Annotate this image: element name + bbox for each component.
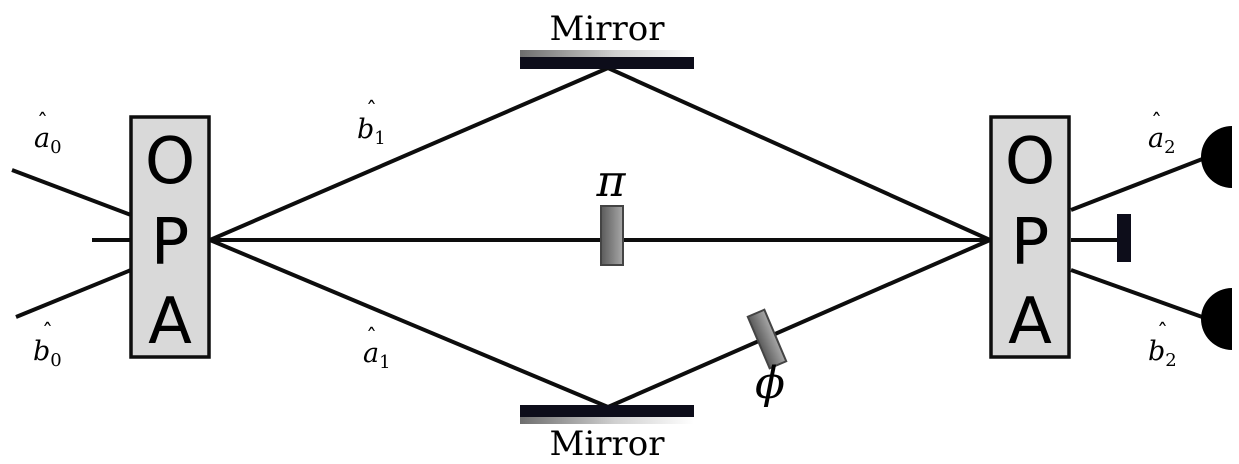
mode-label-sub: 0 [50, 137, 61, 158]
opa-right: O P A [989, 115, 1071, 359]
opa-left-box [129, 115, 211, 359]
svg-text:b0: b0 [33, 336, 62, 371]
pi-phase-label: π [596, 156, 627, 207]
mode-label-b0: ˆ b0 [33, 321, 62, 371]
mode-label-a1: ˆ a1 [363, 326, 391, 373]
phi-phase-plate [746, 308, 788, 370]
interferometer-arms [209, 66, 991, 409]
output-beams [1070, 156, 1206, 320]
hat-glyph: ˆ [42, 321, 53, 346]
hat-glyph: ˆ [1151, 111, 1162, 136]
arm-a1-up [607, 238, 991, 409]
opa-right-box [989, 115, 1071, 359]
mode-label-a0: ˆ a0 [34, 111, 62, 158]
mode-label-sub: 2 [1165, 350, 1176, 371]
mode-label-b1: ˆ b1 [357, 99, 386, 149]
mirror-top-label: Mirror [550, 9, 666, 49]
opa-right-letter: A [1008, 285, 1052, 359]
mode-label-base: b [33, 336, 50, 367]
input-beams [11, 168, 132, 319]
opa-left-letter: A [148, 285, 192, 359]
arm-b1-up [209, 66, 609, 242]
svg-text:a2: a2 [1148, 123, 1176, 158]
svg-text:a1: a1 [363, 338, 391, 373]
opa-right-letter: O [1005, 125, 1055, 199]
arm-b1-down [607, 66, 991, 242]
input-beam-b0 [15, 268, 132, 319]
hat-glyph: ˆ [366, 326, 377, 351]
pi-phase-plate [600, 205, 624, 266]
input-beam-a0 [11, 168, 132, 217]
mode-label-base: b [357, 114, 374, 145]
output-beam-a2 [1070, 156, 1206, 212]
svg-text:a0: a0 [34, 123, 62, 158]
svg-text:b2: b2 [1148, 336, 1177, 371]
mirror-bottom-surface [520, 417, 694, 424]
mirror-bottom-label: Mirror [550, 424, 666, 464]
opa-left-letter: O [145, 125, 195, 199]
detector-bottom-icon [1201, 288, 1232, 350]
mirror-bottom: Mirror [520, 405, 694, 464]
hat-glyph: ˆ [37, 111, 48, 136]
mode-label-a2: ˆ a2 [1148, 111, 1176, 158]
beam-block [1117, 214, 1131, 262]
output-beam-b2 [1070, 268, 1206, 320]
mode-label-base: a [1148, 123, 1164, 154]
svg-text:b1: b1 [357, 114, 386, 149]
mode-label-sub: 2 [1164, 137, 1175, 158]
mirror-top-surface [520, 50, 694, 57]
mirror-top: Mirror [520, 9, 694, 69]
mode-label-sub: 1 [379, 352, 390, 373]
mirror-top-bar [520, 57, 694, 69]
mode-label-sub: 1 [374, 128, 385, 149]
arm-a1-down [209, 238, 609, 409]
phi-phase-label: ϕ [755, 358, 785, 409]
opa-left-letter: P [151, 206, 190, 280]
mode-label-base: a [34, 123, 50, 154]
hat-glyph: ˆ [1157, 321, 1168, 346]
opa-left: O P A [129, 115, 211, 359]
mode-label-base: b [1148, 336, 1165, 367]
detector-top-icon [1201, 126, 1232, 188]
mirror-bottom-bar [520, 405, 694, 417]
mode-label-sub: 0 [50, 350, 61, 371]
mode-label-b2: ˆ b2 [1148, 321, 1177, 371]
opa-right-letter: P [1011, 206, 1050, 280]
hat-glyph: ˆ [366, 99, 377, 124]
mode-label-base: a [363, 338, 379, 369]
